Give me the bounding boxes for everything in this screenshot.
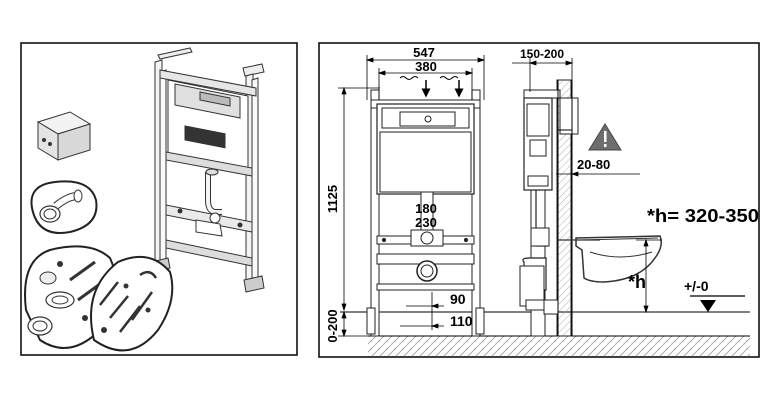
dim-110: 110	[450, 313, 473, 329]
bolts-bag	[90, 255, 174, 352]
dim-pipe-height-b: 230	[415, 215, 437, 230]
bottom-dimensions	[400, 292, 444, 330]
dim-height: 1125	[325, 185, 340, 213]
cistern-module	[36, 111, 92, 161]
left-panel	[20, 42, 298, 356]
front-view-frame	[366, 89, 485, 337]
side-view	[519, 79, 579, 337]
right-panel: 547 380 1125 0-200 180 230 90 110	[318, 42, 760, 358]
h-dimension	[636, 238, 662, 314]
dim-width-total: 547	[413, 45, 435, 60]
dim-90: 90	[450, 291, 466, 307]
top-dimensions	[365, 55, 486, 100]
floor-level-label: +/-0	[684, 278, 709, 294]
dim-adjust-range: 20-80	[577, 157, 610, 172]
dim-width-inner: 380	[415, 59, 437, 74]
floor-level-marker	[690, 295, 750, 313]
dim-pipe-height-a: 180	[415, 201, 437, 216]
dim-floor-range: 0-200	[325, 309, 340, 342]
dim-wall-depth: 150-200	[520, 47, 564, 61]
adjust-dimension	[556, 150, 640, 177]
warning-icon	[588, 123, 622, 151]
installation-frame	[151, 47, 265, 293]
h-label: *h	[628, 272, 646, 292]
h-formula: *h= 320-350	[647, 206, 759, 226]
depth-dimension	[512, 58, 574, 92]
floor-hatch	[368, 336, 750, 356]
bend-pipe-bag	[30, 180, 98, 234]
height-dimension	[338, 86, 380, 338]
wall-hung-toilet	[558, 235, 662, 283]
